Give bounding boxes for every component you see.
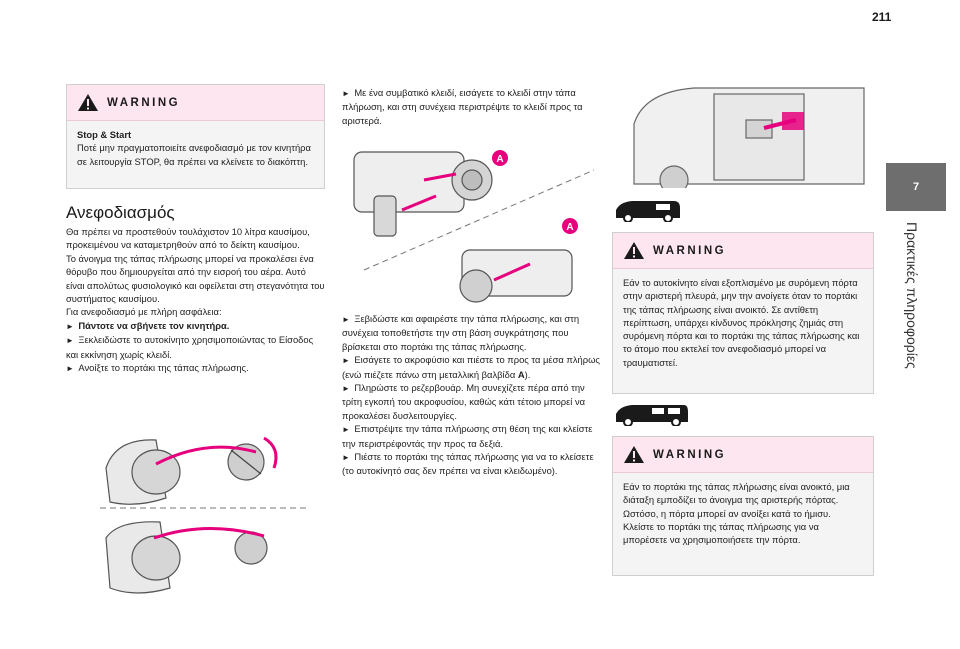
fuel-cap-key-illustration: A A — [353, 150, 595, 303]
sliding-door-illustration — [633, 87, 865, 188]
section-title-refuel: Ανεφοδιασμός — [66, 203, 175, 222]
marker-a-label-2: A — [566, 222, 573, 233]
warning-title: WARNING — [653, 448, 727, 461]
refuel-text: Θα πρέπει να προστεθούν τουλάχιστον 10 λ… — [66, 225, 326, 375]
close-flap-bullet: Πιέστε το πορτάκι της τάπας πλήρωσης για… — [342, 450, 600, 478]
chapter-title: Πρακτικές πληροφορίες — [904, 222, 920, 369]
page-number: 211 — [872, 10, 892, 24]
fuel-flap-open-illustration — [100, 436, 308, 594]
warning-heading: Stop & Start — [77, 129, 132, 140]
warning-text: Εάν το αυτοκίνητο είναι εξοπλισμένο με σ… — [623, 277, 860, 368]
warning-text-1: Εάν το πορτάκι της τάπας πλήρωσης είναι … — [623, 481, 850, 506]
refuel-bullet-2: Ξεκλειδώστε το αυτοκίνητο χρησιμοποιώντα… — [66, 333, 326, 361]
van-short-icon — [616, 201, 680, 222]
marker-a-label: A — [496, 154, 503, 165]
refuel-paragraph-1: Θα πρέπει να προστεθούν τουλάχιστον 10 λ… — [66, 226, 310, 251]
warning-title: WARNING — [653, 244, 727, 257]
refuel-paragraph-2: Το άνοιγμα της τάπας πλήρωσης μπορεί να … — [66, 252, 325, 305]
warning-header: WARNING — [613, 233, 873, 269]
unscrew-bullet: Ξεβιδώστε και αφαιρέστε την τάπα πλήρωση… — [342, 312, 600, 353]
warning-header: WARNING — [67, 85, 324, 121]
chapter-tab[interactable]: 7 — [886, 163, 946, 211]
key-bullet: Με ένα συμβατικό κλειδί, εισάγετε το κλε… — [342, 86, 600, 127]
nozzle-bullet: Εισάγετε το ακροφύσιο και πιέστε το προς… — [342, 353, 600, 381]
col2-text-top: Με ένα συμβατικό κλειδί, εισάγετε το κλε… — [342, 86, 600, 127]
fill-bullet: Πληρώστε το ρεζερβουάρ. Μη συνεχίζετε πέ… — [342, 381, 600, 422]
warning-box-stop-start: WARNING Stop & Start Ποτέ μην πραγματοπο… — [66, 84, 325, 189]
refuel-bullet-3: Ανοίξτε το πορτάκι της τάπας πλήρωσης. — [66, 361, 326, 375]
warning-triangle-icon — [624, 242, 644, 259]
warning-triangle-icon — [78, 94, 98, 111]
close-cap-bullet: Επιστρέψτε την τάπα πλήρωσης στη θέση τη… — [342, 422, 600, 450]
warning-text: Ποτέ μην πραγματοποιείτε ανεφοδιασμό με … — [77, 142, 311, 167]
warning-box-sliding-door: WARNING Εάν το αυτοκίνητο είναι εξοπλισμ… — [612, 232, 874, 394]
warning-box-left-door: WARNING Εάν το πορτάκι της τάπας πλήρωση… — [612, 436, 874, 576]
warning-text-2: Ωστόσο, η πόρτα μπορεί αν ανοίξει κατά τ… — [623, 507, 831, 546]
van-long-icon — [616, 405, 688, 426]
warning-title: WARNING — [107, 96, 181, 109]
warning-header: WARNING — [613, 437, 873, 473]
col2-text-bottom: Ξεβιδώστε και αφαιρέστε την τάπα πλήρωση… — [342, 312, 600, 478]
warning-triangle-icon — [624, 446, 644, 463]
refuel-paragraph-3: Για ανεφοδιασμό με πλήρη ασφάλεια: — [66, 306, 222, 318]
refuel-bullet-1: Πάντοτε να σβήνετε τον κινητήρα. — [66, 319, 326, 333]
